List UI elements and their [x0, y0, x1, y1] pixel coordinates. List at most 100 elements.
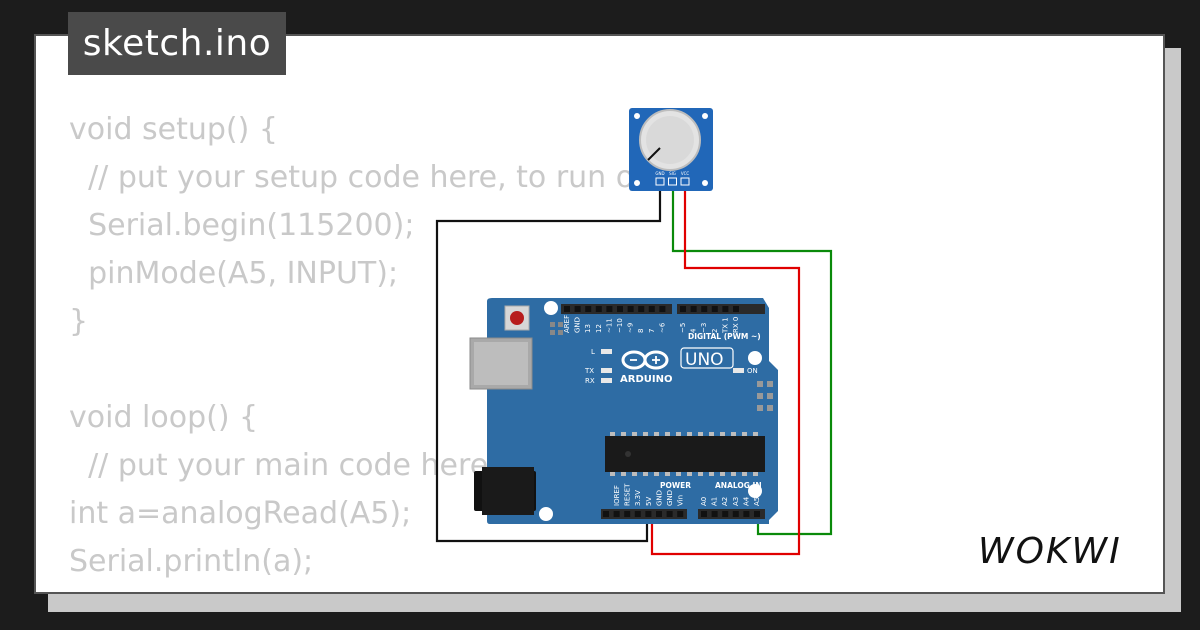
pot-hole	[634, 113, 640, 119]
digital-pin-label: 8	[637, 329, 645, 333]
pot-hole	[702, 180, 708, 186]
reset-button[interactable]	[510, 311, 524, 325]
led-tx	[601, 368, 612, 373]
power-pin[interactable]	[613, 511, 620, 517]
power-pin-label: RESET	[624, 483, 632, 506]
power-label: POWER	[660, 481, 691, 490]
digital-pin[interactable]	[733, 306, 739, 312]
analog-pin[interactable]	[722, 511, 729, 517]
power-pin[interactable]	[624, 511, 631, 517]
code-line: // put your setup code here, to run once…	[69, 160, 699, 195]
digital-pin-label: AREF	[563, 315, 571, 333]
led-rx-label: RX	[585, 377, 595, 385]
power-jack-body	[482, 467, 534, 515]
digital-label: DIGITAL (PWM ~)	[688, 332, 761, 341]
digital-pin[interactable]	[701, 306, 708, 312]
digital-pin-label: ~11	[605, 318, 613, 333]
pot-hole	[634, 180, 640, 186]
pot-knob	[646, 116, 694, 164]
vcc-wire[interactable]	[650, 186, 801, 556]
code-line: pinMode(A5, INPUT);	[69, 256, 399, 291]
digital-pin-label: TX 1	[721, 317, 729, 334]
digital-pin[interactable]	[564, 306, 570, 312]
arduino-logo-symbols	[630, 356, 660, 364]
digital-pin[interactable]	[722, 306, 729, 312]
analog-pin-label: A3	[732, 497, 740, 506]
pot-pin[interactable]	[668, 177, 677, 186]
mounting-hole	[539, 507, 553, 521]
pot-pin-label: GND	[655, 171, 664, 176]
digital-pin[interactable]	[606, 306, 613, 312]
analog-pin[interactable]	[711, 511, 718, 517]
icsp-header-small	[550, 322, 563, 335]
digital-pin[interactable]	[585, 306, 592, 312]
code-line: void loop() {	[69, 400, 259, 435]
digital-pin[interactable]	[680, 306, 686, 312]
power-pin[interactable]	[603, 511, 609, 517]
mounting-hole	[748, 351, 762, 365]
bottom-pin-holes	[603, 511, 760, 517]
svg-text:WOKWI: WOKWI	[978, 531, 1122, 572]
digital-pin-label: ~6	[658, 322, 666, 333]
digital-pin-label: RX 0	[732, 317, 740, 333]
power-pin[interactable]	[656, 511, 662, 517]
gnd-wire[interactable]	[435, 186, 662, 543]
power-pin-label: 5V	[645, 497, 653, 506]
analog-pin-label: A4	[742, 496, 750, 506]
analog-label: ANALOG IN	[715, 481, 762, 490]
digital-pin-label: 7	[648, 329, 656, 333]
digital-pin-label: 2	[711, 329, 719, 333]
chip-pins	[610, 432, 758, 476]
mounting-hole	[748, 484, 762, 498]
led-rx	[601, 378, 612, 383]
digital-pin[interactable]	[648, 306, 655, 312]
usb-inner	[474, 342, 528, 385]
analog-pin[interactable]	[732, 511, 739, 517]
digital-pin-label: 13	[584, 324, 592, 333]
pot-pin[interactable]	[655, 177, 665, 186]
digital-pin[interactable]	[595, 306, 602, 312]
led-on	[733, 368, 744, 373]
digital-pin[interactable]	[690, 306, 697, 312]
analog-header	[698, 509, 765, 519]
icsp-header-right	[757, 381, 773, 411]
digital-pin[interactable]	[617, 306, 623, 312]
digital-pin-holes	[564, 306, 739, 312]
digital-pin[interactable]	[627, 306, 634, 312]
analog-pin[interactable]	[743, 511, 750, 517]
analog-pin-label: A1	[711, 497, 719, 506]
power-pin[interactable]	[645, 511, 652, 517]
led-on-label: ON	[747, 367, 758, 375]
power-pin[interactable]	[677, 511, 684, 517]
digital-pin[interactable]	[574, 306, 581, 312]
power-pin[interactable]	[666, 511, 673, 517]
power-pin[interactable]	[634, 511, 641, 517]
uno-model: UNO	[685, 350, 724, 370]
pot-indicator	[647, 147, 661, 161]
power-pin-label: Vin	[677, 495, 685, 506]
mounting-hole	[544, 301, 558, 315]
code-line: Serial.println(a);	[69, 544, 314, 579]
pot-pin-label: SIG	[669, 171, 676, 176]
analog-pin[interactable]	[701, 511, 707, 517]
digital-pin-label: ~5	[679, 323, 687, 333]
digital-pin[interactable]	[638, 306, 645, 312]
pot-pin[interactable]	[680, 177, 690, 186]
chip-notch	[625, 451, 631, 457]
code-line: int a=analogRead(A5);	[69, 496, 412, 531]
atmega-chip	[605, 436, 765, 472]
power-pin-label: 3.3V	[634, 490, 642, 506]
power-header	[601, 509, 687, 519]
digital-pin[interactable]	[659, 306, 666, 312]
digital-pin[interactable]	[711, 306, 718, 312]
analog-pin[interactable]	[754, 511, 760, 517]
led-tx-label: TX	[584, 367, 594, 375]
signal-wire[interactable]	[671, 186, 833, 536]
led-l-label: L	[591, 348, 595, 356]
